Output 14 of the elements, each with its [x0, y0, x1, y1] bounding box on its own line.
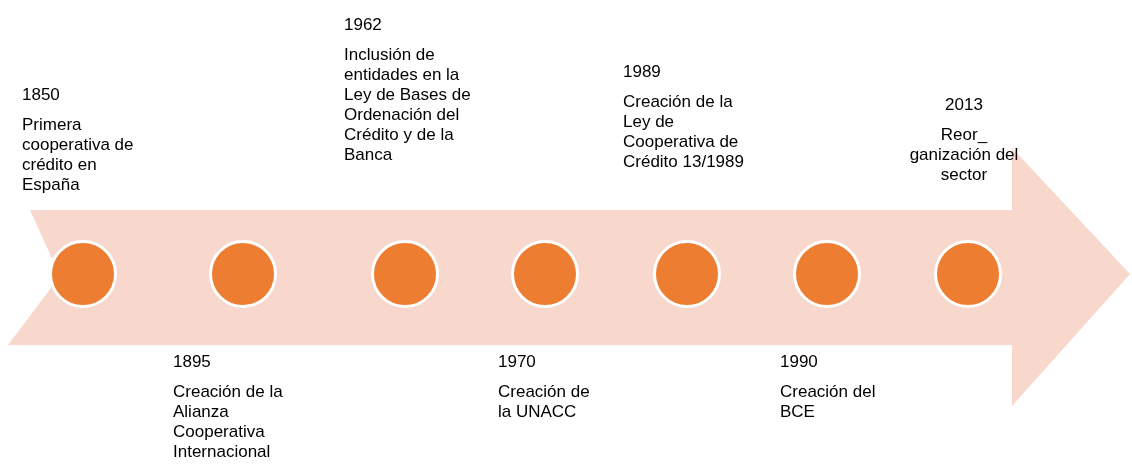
event-description: Reor_ ganización del sector: [908, 125, 1020, 185]
event-description: Creación de la Alianza Cooperativa Internacional: [173, 382, 284, 462]
year-label: 1895: [173, 352, 212, 372]
year-label: 1990: [780, 352, 819, 372]
event-description: Primera cooperativa de crédito en España: [22, 115, 135, 195]
event-description: Creación de la UNACC: [498, 382, 591, 422]
year-label: 1850: [22, 85, 61, 105]
event-description: Creación de la Ley de Cooperativa de Crédito 13/1989: [623, 92, 745, 172]
year-label: 2013: [944, 95, 984, 115]
event-description: Inclusión de entidades en la Ley de Bases de Ordenación del Crédito y de la Banca: [344, 45, 472, 165]
event-description: Creación del BCE: [780, 382, 877, 422]
year-label: 1962: [344, 15, 383, 35]
year-label: 1989: [623, 62, 662, 82]
year-label: 1970: [498, 352, 537, 372]
